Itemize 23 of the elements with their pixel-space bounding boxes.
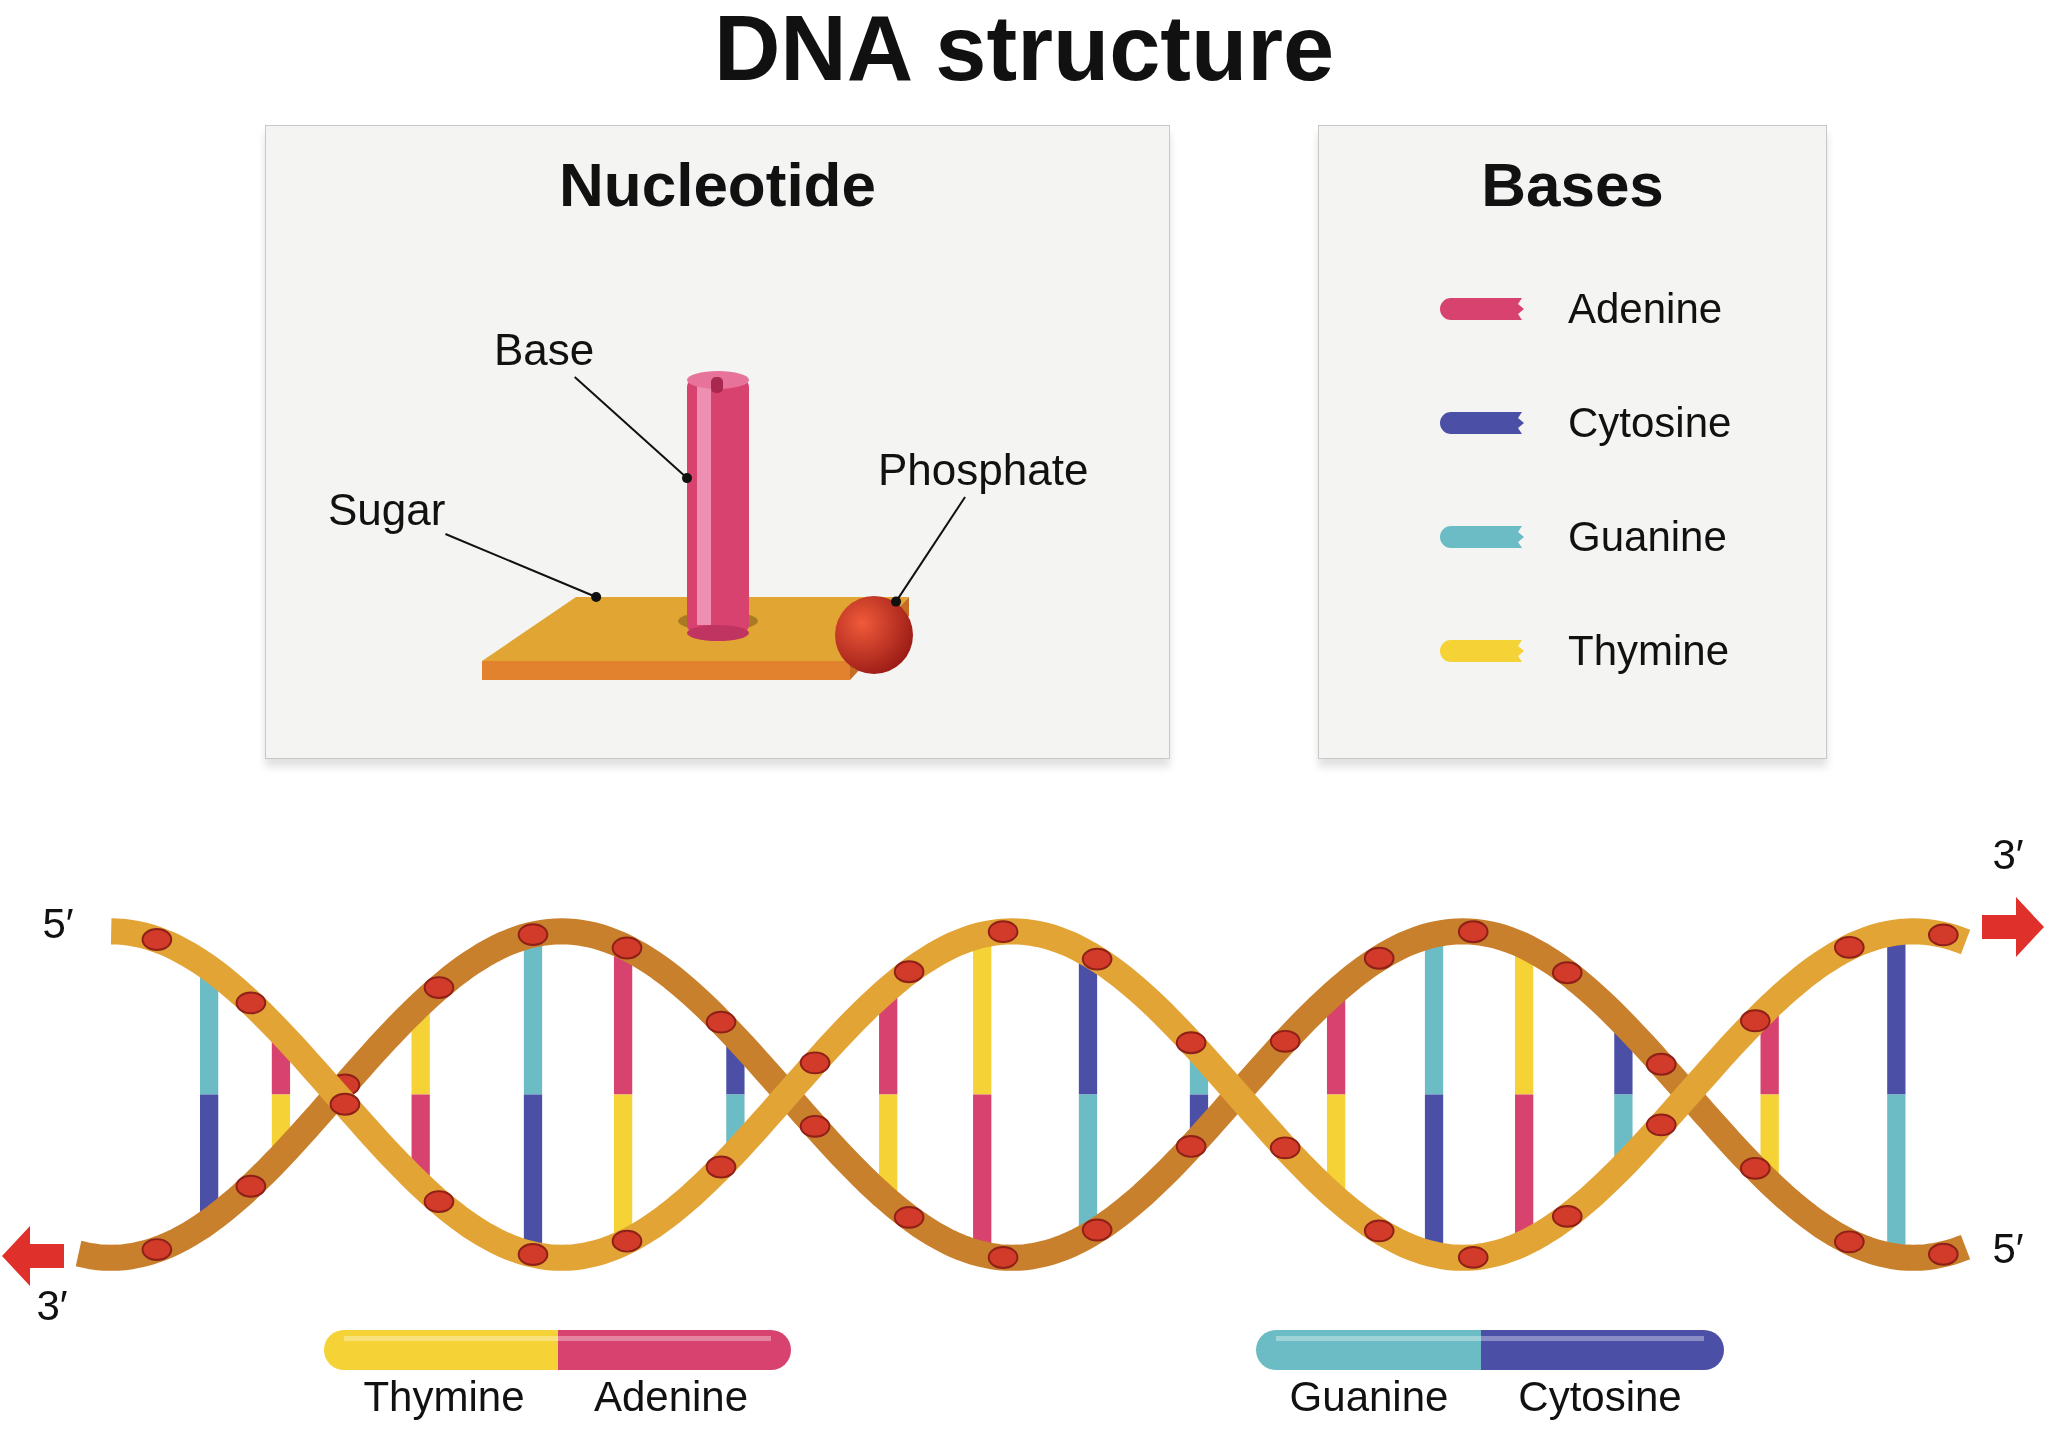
panel-heading: Bases: [1480, 154, 1665, 216]
base-name-label: Guanine: [1289, 1376, 1449, 1418]
part-label: Sugar: [328, 482, 446, 537]
part-label: Phosphate: [878, 442, 1089, 497]
panel-heading: Nucleotide: [558, 154, 877, 216]
base-name-label: Adenine: [593, 1376, 749, 1418]
legend-text: Thymine: [1568, 630, 1730, 672]
leader-line: [891, 496, 967, 607]
diagram-title: DNA structure: [712, 2, 1336, 94]
strand-end-label: 5′: [1992, 1228, 2024, 1270]
panel: [265, 125, 1170, 759]
strand-end-label: 3′: [1992, 834, 2024, 876]
part-label: Base: [494, 322, 595, 377]
base-name-label: Cytosine: [1518, 1376, 1682, 1418]
legend-text: Adenine: [1568, 288, 1723, 330]
panel: [1318, 125, 1827, 759]
strand-end-label: 5′: [42, 903, 74, 945]
legend-text: Guanine: [1568, 516, 1727, 558]
leader-line: [444, 533, 602, 602]
legend-text: Cytosine: [1568, 402, 1732, 444]
strand-end-label: 3′: [36, 1285, 68, 1327]
base-name-label: Thymine: [363, 1376, 525, 1418]
leader-line: [573, 376, 692, 484]
